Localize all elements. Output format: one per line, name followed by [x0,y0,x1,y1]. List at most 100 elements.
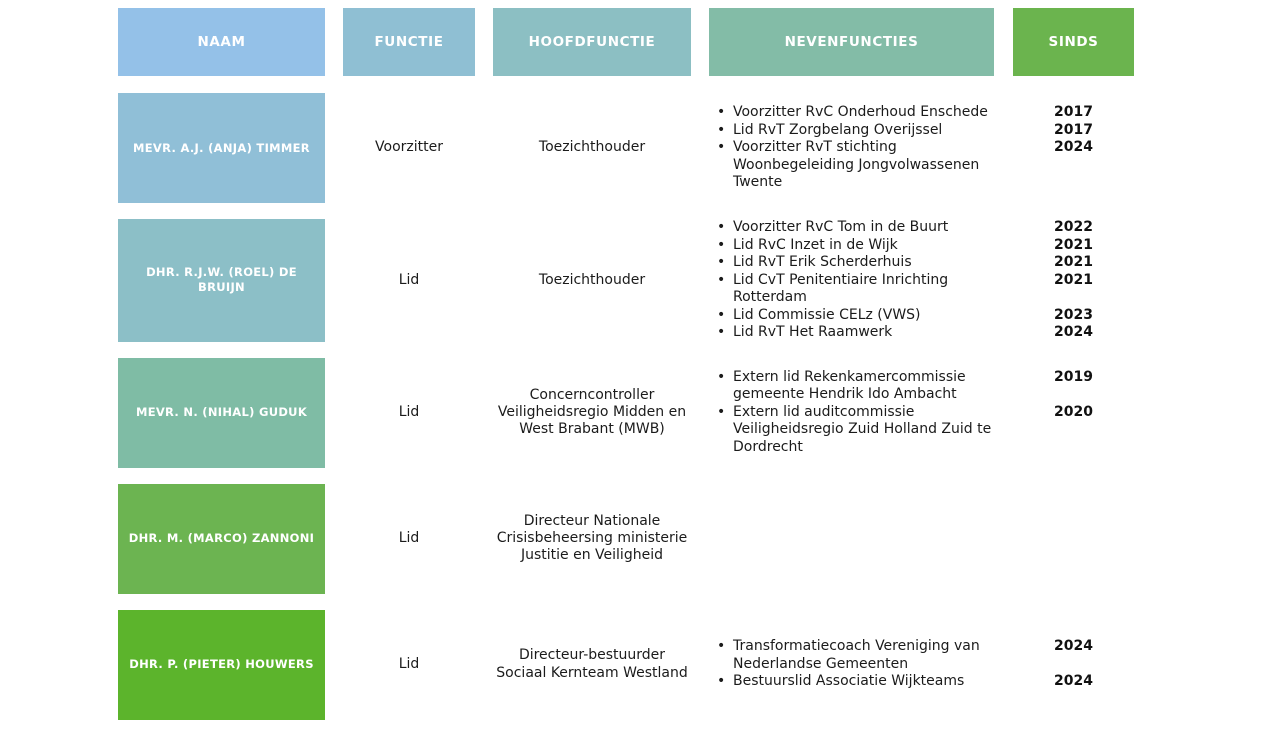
nevenfunctie-label: Voorzitter RvC Tom in de Buurt [733,219,949,235]
nevenfunctie-label: Lid RvT Het Raamwerk [733,324,893,340]
bullet-icon: • [717,403,726,420]
hoofdfunctie-cell: Toezichthouder [493,93,691,203]
bullet-icon: • [717,219,726,235]
member-name: MEVR. A.J. (ANJA) TIMMER [133,140,310,155]
nevenfuncties-cell: • Voorzitter RvC Tom in de Buurt 2022 • … [709,219,1134,342]
table-row: DHR. R.J.W. (ROEL) DE BRUIJN Lid Toezich… [118,219,1134,342]
nevenfunctie-label: Lid RvT Erik Scherderhuis [733,254,912,270]
column-header-label: NAAM [197,34,246,50]
nevenfunctie-label: Voorzitter RvT stichting Woonbegeleiding… [733,139,980,191]
nevenfunctie-item: • Transformatiecoach Vereniging van Nede… [709,638,1134,673]
nevenfunctie-item: • Extern lid Rekenkamercommissie gemeent… [709,369,1134,404]
functie-value: Lid [398,655,420,672]
bullet-icon: • [717,104,726,121]
nevenfuncties-cell: • Transformatiecoach Vereniging van Nede… [709,610,1134,720]
functie-cell: Lid [343,219,475,342]
table-row: MEVR. N. (NIHAL) GUDUK Lid Concerncontro… [118,357,1134,468]
nevenfunctie-item: • Voorzitter RvT stichting Woonbegeleidi… [709,139,1134,192]
nevenfunctie-item: • Lid RvC Inzet in de Wijk 2021 [709,237,1134,255]
functie-cell: Lid [343,484,475,594]
column-header-hoofdfunctie: HOOFDFUNCTIE [493,8,691,76]
column-header-label: NEVENFUNCTIES [784,34,919,50]
table-row: DHR. M. (MARCO) ZANNONI Lid Directeur Na… [118,483,1134,594]
hoofdfunctie-cell: Concerncontroller Veiligheidsregio Midde… [493,358,691,468]
nevenfunctie-label: Lid RvT Zorgbelang Overijssel [733,121,943,138]
sinds-year: 2017 [1054,121,1093,138]
hoofdfunctie-cell: Directeur-bestuurder Sociaal Kernteam We… [493,610,691,720]
sinds-year: 2020 [1054,403,1093,420]
nevenfuncties-cell: • Extern lid Rekenkamercommissie gemeent… [709,358,1134,468]
hoofdfunctie-value: Directeur Nationale Crisisbeheersing min… [496,512,688,564]
member-name: MEVR. N. (NIHAL) GUDUK [135,405,308,420]
table-row: DHR. P. (PIETER) HOUWERS Lid Directeur-b… [118,609,1134,720]
column-header-naam: NAAM [118,8,325,76]
hoofdfunctie-value: Concerncontroller Veiligheidsregio Midde… [497,386,687,438]
member-name: DHR. R.J.W. (ROEL) DE BRUIJN [146,265,297,295]
table-row: MEVR. A.J. (ANJA) TIMMER Voorzitter Toez… [118,93,1134,203]
name-cell: DHR. P. (PIETER) HOUWERS [118,609,325,720]
member-name: DHR. M. (MARCO) ZANNONI [128,531,315,546]
bullet-icon: • [717,638,726,655]
functie-cell: Lid [343,358,475,468]
nevenfunctie-label: Voorzitter RvC Onderhoud Enschede [733,104,988,121]
sinds-year: 2021 [1054,271,1093,288]
column-header-label: HOOFDFUNCTIE [528,34,656,50]
hoofdfunctie-cell: Directeur Nationale Crisisbeheersing min… [493,484,691,594]
nevenfunctie-item: • Voorzitter RvC Tom in de Buurt 2022 [709,219,1134,237]
bullet-icon: • [717,139,726,156]
name-cell: DHR. R.J.W. (ROEL) DE BRUIJN [118,219,325,342]
column-header-sinds: SINDS [1013,8,1134,76]
nevenfunctie-item: • Lid Commissie CELz (VWS) 2023 [709,307,1134,325]
functie-value: Lid [398,403,420,420]
nevenfunctie-label: Transformatiecoach Vereniging van Nederl… [733,638,980,672]
nevenfunctie-label: Lid Commissie CELz (VWS) [733,306,921,323]
nevenfunctie-item: • Lid CvT Penitentiaire Inrichting Rotte… [709,272,1134,307]
sinds-year: 2024 [1054,324,1093,340]
sinds-year: 2021 [1054,254,1093,270]
functie-value: Lid [398,271,420,288]
nevenfunctie-item: • Lid RvT Zorgbelang Overijssel 2017 [709,122,1134,140]
name-cell: MEVR. A.J. (ANJA) TIMMER [118,93,325,203]
nevenfunctie-label: Bestuurslid Associatie Wijkteams [733,673,965,690]
nevenfunctie-label: Lid CvT Penitentiaire Inrichting Rotterd… [733,271,949,306]
sinds-year: 2019 [1054,368,1093,385]
column-header-nevenfuncties: NEVENFUNCTIES [709,8,994,76]
sinds-year: 2024 [1054,638,1093,655]
bullet-icon: • [717,368,726,385]
functie-value: Lid [398,529,420,546]
column-header-label: SINDS [1048,34,1099,50]
nevenfunctie-label: Extern lid Rekenkamercommissie gemeente … [733,368,966,403]
functie-cell: Voorzitter [343,93,475,203]
nevenfuncties-cell: • Voorzitter RvC Onderhoud Enschede 2017… [709,93,1134,203]
bullet-icon: • [717,121,726,138]
bullet-icon: • [717,271,726,288]
nevenfunctie-item: • Lid RvT Erik Scherderhuis 2021 [709,254,1134,272]
hoofdfunctie-value: Toezichthouder [538,271,646,288]
board-members-table: NAAM FUNCTIE HOOFDFUNCTIE NEVENFUNCTIES … [118,8,1134,736]
bullet-icon: • [717,324,726,340]
sinds-year: 2024 [1054,673,1093,690]
nevenfunctie-item: • Bestuurslid Associatie Wijkteams 2024 [709,673,1134,691]
hoofdfunctie-cell: Toezichthouder [493,219,691,342]
bullet-icon: • [717,236,726,253]
hoofdfunctie-value: Toezichthouder [538,139,646,156]
nevenfuncties-cell [709,484,1134,594]
functie-value: Voorzitter [375,139,443,156]
name-cell: DHR. M. (MARCO) ZANNONI [118,483,325,594]
sinds-year: 2017 [1054,104,1093,121]
sinds-year: 2023 [1054,306,1093,323]
nevenfunctie-label: Lid RvC Inzet in de Wijk [733,236,898,253]
bullet-icon: • [717,306,726,323]
member-name: DHR. P. (PIETER) HOUWERS [129,657,314,672]
nevenfunctie-item: • Extern lid auditcommissie Veiligheidsr… [709,404,1134,457]
bullet-icon: • [717,254,726,270]
sinds-year: 2022 [1054,219,1093,235]
nevenfunctie-item: • Lid RvT Het Raamwerk 2024 [709,324,1134,342]
column-header-label: FUNCTIE [374,34,444,50]
functie-cell: Lid [343,610,475,720]
column-header-functie: FUNCTIE [343,8,475,76]
hoofdfunctie-value: Directeur-bestuurder Sociaal Kernteam We… [496,647,688,681]
name-cell: MEVR. N. (NIHAL) GUDUK [118,357,325,468]
nevenfunctie-label: Extern lid auditcommissie Veiligheidsreg… [733,403,992,455]
table-header-row: NAAM FUNCTIE HOOFDFUNCTIE NEVENFUNCTIES … [118,8,1134,76]
